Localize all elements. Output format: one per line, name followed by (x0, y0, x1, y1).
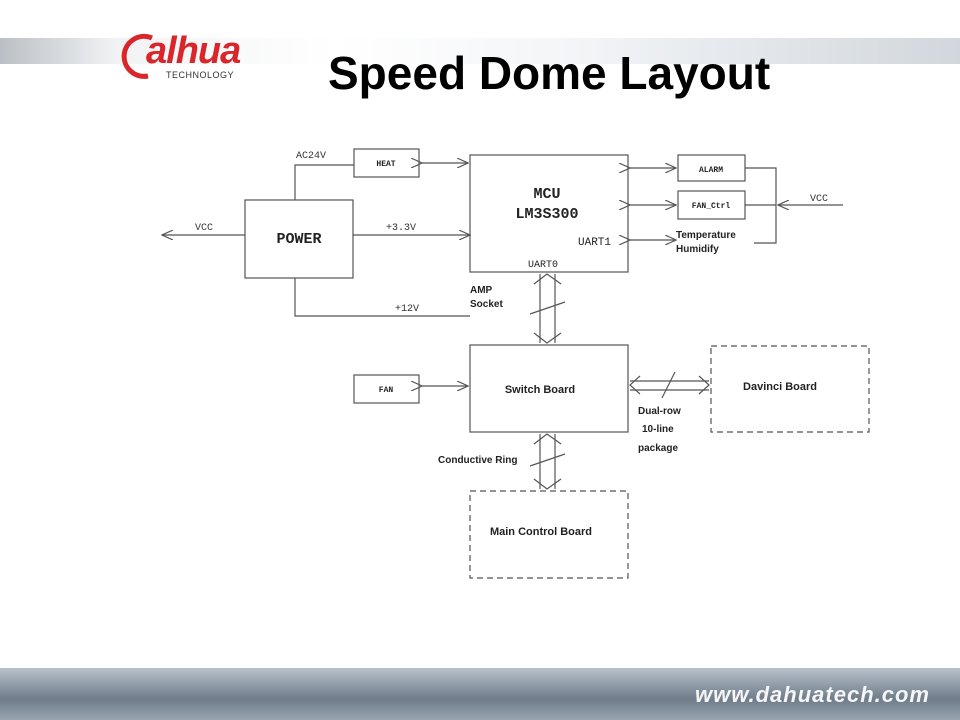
power-block (244, 199, 354, 279)
fan-ctrl-label: FAN_Ctrl (692, 202, 731, 211)
ring-arrow-top-icon (533, 433, 562, 445)
mcu-chip-label: LM3S300 (515, 206, 578, 223)
v12-line (294, 278, 470, 317)
vcc-left-label: VCC (195, 223, 213, 234)
davinci-arrow-left-icon (629, 375, 641, 395)
logo-subtext: TECHNOLOGY (166, 70, 235, 80)
ten-line-label: 10-line (642, 424, 674, 435)
ac24v-label: AC24V (296, 151, 326, 162)
mcu-block (469, 154, 629, 273)
uart0-arrow-bottom-icon (533, 332, 562, 344)
amp-label: AMP (470, 285, 493, 296)
main-control-board-block (469, 490, 629, 579)
davinci-arrow-right-icon (698, 375, 710, 395)
humidify-label: Humidify (676, 244, 719, 255)
socket-label: Socket (470, 299, 503, 310)
footer-url: www.dahuatech.com (694, 682, 930, 707)
package-label: package (638, 443, 678, 454)
ring-arrow-bottom-icon (533, 478, 562, 490)
mcu-label: MCU (533, 186, 560, 203)
davinci-board-label: Davinci Board (743, 381, 817, 393)
main-control-board-label: Main Control Board (490, 526, 592, 538)
temperature-label: Temperature (676, 230, 736, 241)
uart1-label: UART1 (578, 237, 611, 249)
header-band (0, 38, 960, 64)
davinci-slash (661, 371, 676, 399)
page-title: Speed Dome Layout (328, 47, 771, 99)
v33-label: +3.3V (386, 223, 416, 234)
uart0-arrow-top-icon (533, 273, 562, 285)
ring-slash (529, 453, 566, 467)
switch-board-block (469, 344, 629, 433)
power-label: POWER (276, 231, 321, 248)
logo-text: alhua (146, 30, 241, 72)
alarm-label: ALARM (699, 166, 723, 175)
uart0-label: UART0 (528, 260, 558, 271)
dual-row-label: Dual-row (638, 406, 681, 417)
uart0-slash (529, 301, 566, 315)
fan-label: FAN (379, 386, 394, 395)
vcc-right-label: VCC (810, 194, 828, 205)
heat-label: HEAT (376, 160, 395, 169)
conductive-ring-label: Conductive Ring (438, 455, 517, 466)
footer-bar: www.dahuatech.com (0, 668, 960, 720)
switch-board-label: Switch Board (505, 384, 575, 396)
dahua-logo: alhua TECHNOLOGY (118, 30, 298, 84)
davinci-board-block (710, 345, 870, 433)
ac24v-line (294, 164, 354, 200)
logo-swoosh-icon (121, 33, 153, 79)
v12-label: +12V (395, 304, 419, 315)
